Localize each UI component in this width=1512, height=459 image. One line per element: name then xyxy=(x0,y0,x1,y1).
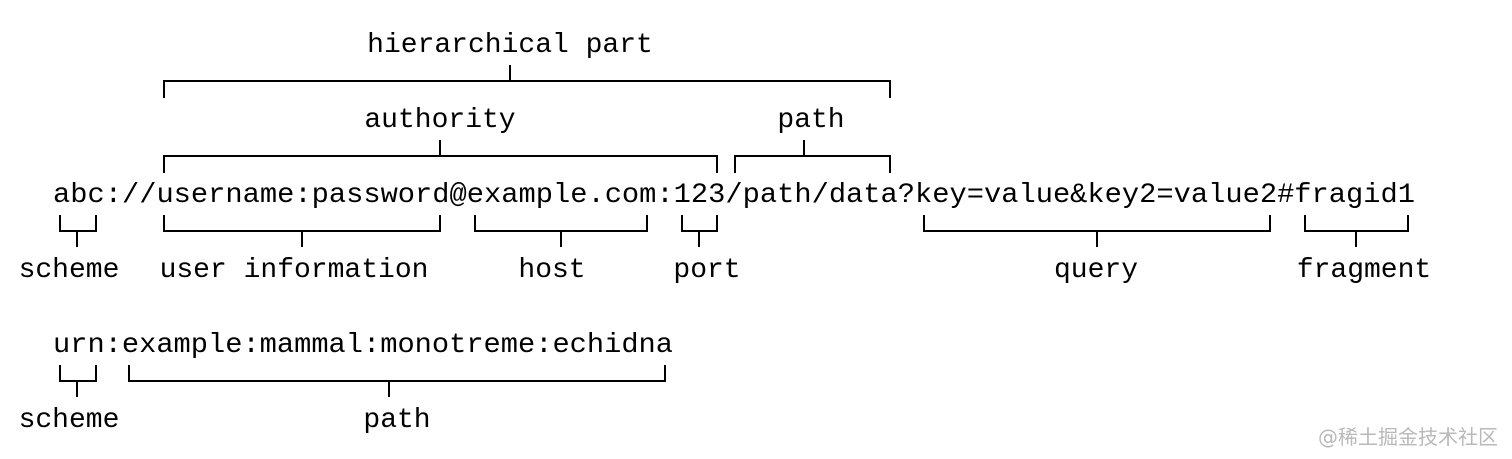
label-urn-scheme: scheme xyxy=(19,405,120,436)
bracket-urn-scheme xyxy=(59,365,97,397)
label-path-top: path xyxy=(777,105,844,136)
bracket-scheme xyxy=(59,215,97,247)
label-scheme: scheme xyxy=(19,255,120,286)
label-port: port xyxy=(673,255,740,286)
label-hierarchical-part: hierarchical part xyxy=(367,30,653,61)
bracket-fragment xyxy=(1304,215,1409,247)
bracket-user-information xyxy=(163,215,441,247)
bracket-port xyxy=(681,215,718,247)
bracket-authority xyxy=(163,140,718,173)
label-query: query xyxy=(1054,255,1138,286)
uri-example-text: abc://username:password@example.com:123/… xyxy=(53,180,1415,211)
label-authority: authority xyxy=(364,105,515,136)
bracket-query xyxy=(923,215,1271,247)
bracket-hierarchical-part xyxy=(163,65,891,98)
label-fragment: fragment xyxy=(1297,255,1431,286)
watermark: @稀土掘金技术社区 xyxy=(1318,425,1498,449)
urn-example-text: urn:example:mammal:monotreme:echidna xyxy=(53,330,673,361)
bracket-host xyxy=(474,215,648,247)
bracket-urn-path xyxy=(128,365,666,397)
label-host: host xyxy=(518,255,585,286)
label-urn-path: path xyxy=(363,405,430,436)
bracket-path-top xyxy=(734,140,891,173)
label-user-information: user information xyxy=(160,255,429,286)
